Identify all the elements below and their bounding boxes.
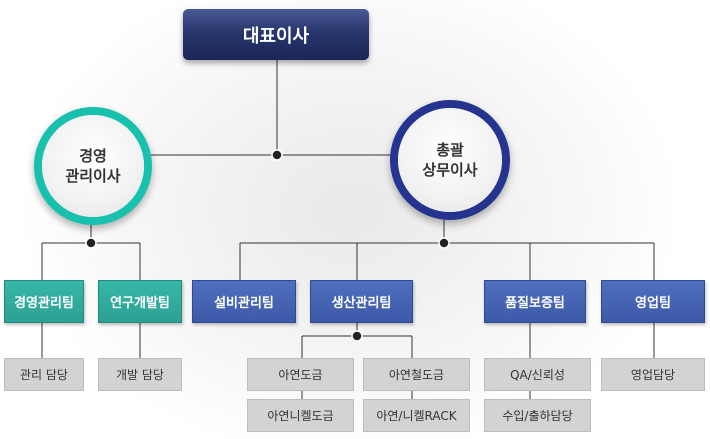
junction-dot [271,149,283,161]
unit-label: 아연/니켈RACK [376,409,457,423]
unit-label: 아연철도금 [388,368,445,382]
unit-sales-charge: 영업담당 [601,358,705,391]
team-rnd: 연구개발팀 [98,280,182,323]
team-label: 영업팀 [635,296,671,311]
team-quality: 품질보증팀 [484,280,586,323]
team-label: 설비관리팀 [214,296,274,311]
management-director-line2: 관리이사 [65,167,121,185]
team-label: 연구개발팀 [110,296,170,311]
unit-label: 수입/출하담당 [502,409,573,423]
unit-label: 개발 담당 [116,368,164,382]
unit-label: 관리 담당 [20,368,68,382]
management-director-node: 경영 관리이사 [34,107,152,225]
unit-zinc-nickel-plating: 아연니켈도금 [247,399,354,432]
unit-label: 아연니켈도금 [267,409,334,423]
unit-zinc-plating: 아연도금 [247,358,354,391]
team-label: 생산관리팀 [331,296,392,311]
team-management-admin: 경영관리팀 [4,280,84,323]
unit-zinc-iron-plating: 아연철도금 [363,358,470,391]
unit-label: 아연도금 [278,368,323,382]
management-director-line1: 경영 [79,147,107,165]
unit-zinc-nickel-rack: 아연/니켈RACK [363,399,470,432]
junction-dot [85,237,97,249]
unit-import-shipping: 수입/출하담당 [484,399,591,432]
ceo-box: 대표이사 [183,9,369,60]
unit-admin-charge: 관리 담당 [4,358,84,391]
team-sales: 영업팀 [601,280,705,323]
ceo-label: 대표이사 [242,25,310,47]
team-label: 품질보증팀 [505,296,565,311]
unit-qa-reliability: QA/신뢰성 [484,358,591,391]
unit-dev-charge: 개발 담당 [98,358,182,391]
junction-dot [351,330,363,342]
general-director-line2: 상무이사 [422,161,478,179]
team-label: 경영관리팀 [14,296,74,311]
team-production: 생산관리팀 [310,280,413,323]
unit-label: QA/신뢰성 [510,368,565,382]
unit-label: 영업담당 [630,368,676,382]
team-facility: 설비관리팀 [192,280,296,323]
general-director-node: 총괄 상무이사 [390,100,510,220]
junction-dot [438,237,450,249]
general-director-line1: 총괄 [436,141,464,159]
